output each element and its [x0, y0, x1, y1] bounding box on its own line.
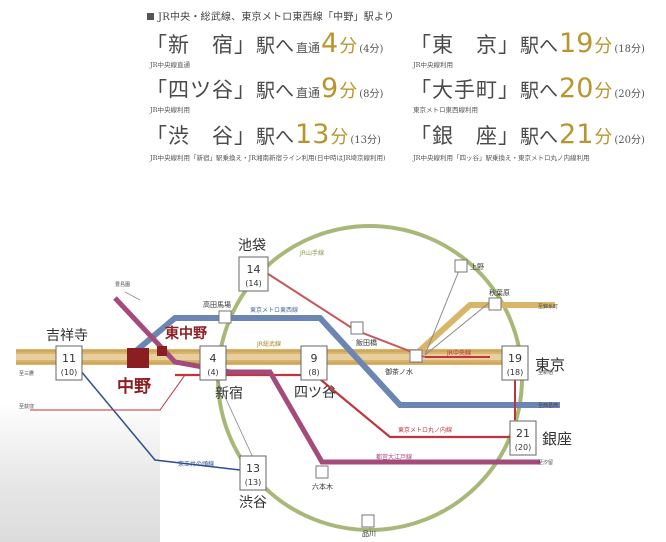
label-nishikasai: 至西葛西 — [538, 402, 558, 409]
ogikubo-link — [30, 375, 185, 410]
label-shinjuku-note: 至新宿 — [538, 369, 553, 376]
label-iidabashi: 飯田橋 — [356, 338, 377, 347]
shibuya-box: 13 (13) — [240, 456, 266, 490]
tokyo-box: 19 (18) — [502, 346, 528, 380]
roppongi-marker — [316, 466, 328, 478]
line-label-yamanote: JR山手線 — [299, 249, 324, 257]
kichijoji-box: 11 (10) — [56, 346, 82, 380]
shibuya-time: 13 — [246, 462, 260, 475]
shinagawa-marker — [362, 515, 374, 527]
akihabara-link — [425, 298, 495, 355]
yotsuya-time-peak: (8) — [308, 368, 319, 377]
label-ikebukuro: 池袋 — [238, 238, 266, 254]
ikebukuro-box: 14 (14) — [239, 257, 268, 291]
label-higashinakano: 東中野 — [165, 325, 207, 342]
shinjuku-time: 4 — [210, 352, 217, 365]
ikebukuro-time: 14 — [247, 263, 261, 276]
label-mitaka: 至三鷹 — [19, 370, 34, 377]
tokyo-time: 19 — [508, 352, 522, 365]
label-ogikubo: 至荻窪 — [19, 403, 34, 410]
ueno-link — [425, 268, 460, 355]
ginza-time: 21 — [516, 427, 530, 440]
shinjuku-time-peak: (4) — [207, 368, 218, 377]
higashinakano-marker — [157, 346, 167, 356]
label-roppongi: 六本木 — [312, 482, 333, 491]
sobu-to-akihabara — [415, 305, 555, 355]
ginza-box: 21 (20) — [510, 421, 536, 455]
shinjuku-box: 4 (4) — [200, 346, 226, 380]
label-takadanobaba: 高田馬場 — [203, 300, 231, 309]
kichijoji-time-peak: (10) — [61, 368, 77, 377]
nakano-marker — [127, 348, 149, 368]
label-ochanomizu: 御茶ノ水 — [385, 367, 413, 376]
ueno-marker — [455, 260, 467, 272]
label-akihabara: 秋葉原 — [489, 288, 510, 297]
yotsuya-time: 9 — [311, 352, 318, 365]
akihabara-marker — [489, 298, 501, 310]
label-ginza: 銀座 — [542, 430, 572, 448]
ginza-time-peak: (20) — [515, 443, 531, 452]
ochanomizu-marker — [410, 350, 422, 362]
yotsuya-box: 9 (8) — [301, 346, 327, 380]
toshimaen-link — [125, 292, 140, 300]
inokashira-line — [80, 370, 240, 470]
line-label-marunouchi: 東京メトロ丸ノ内線 — [398, 426, 452, 434]
ikebukuro-time-peak: (14) — [245, 279, 261, 288]
label-shibuya: 渋谷 — [239, 495, 267, 511]
label-shinjuku: 新宿 — [215, 385, 243, 402]
line-label-oedo: 都営大江戸線 — [376, 453, 412, 461]
shibuya-time-peak: (13) — [245, 478, 261, 487]
label-kinshicho: 至錦糸町 — [538, 303, 558, 310]
tokyo-time-peak: (18) — [507, 368, 523, 377]
label-yotsuya: 四ツ谷 — [294, 385, 336, 401]
line-label-tozai: 東京メトロ東西線 — [250, 306, 298, 314]
label-nakano: 中野 — [117, 376, 151, 397]
takadanobaba-marker — [219, 311, 231, 323]
label-ueno: 上野 — [470, 262, 484, 271]
line-label-sobu: JR総武線 — [256, 340, 281, 348]
label-kichijoji: 吉祥寺 — [46, 328, 88, 344]
label-tosei: 至汐留 — [538, 459, 553, 466]
line-label-inokashira: 京王井の頭線 — [178, 460, 214, 468]
kichijoji-time: 11 — [62, 352, 76, 365]
label-shinagawa: 品川 — [362, 530, 376, 538]
line-label-chuo: JR中央線 — [446, 349, 471, 357]
label-toshimaen: 豊島園 — [115, 281, 130, 288]
iidabashi-marker — [351, 322, 363, 334]
